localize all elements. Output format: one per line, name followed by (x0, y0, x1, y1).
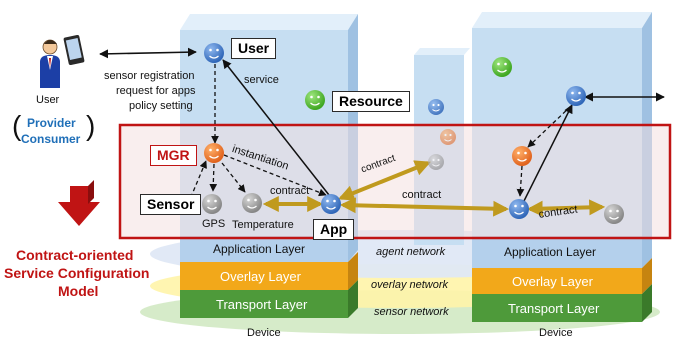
smartphone-icon (63, 35, 85, 65)
left-overlay-layer-label: Overlay Layer (220, 269, 301, 284)
left-application-layer-label: Application Layer (213, 242, 306, 256)
right-mgr-agent-icon (512, 146, 532, 166)
right-device-top (472, 12, 652, 28)
person-icon (40, 39, 60, 88)
mgr-box-label: MGR (150, 145, 197, 167)
right-app-to-sensor-contract-arrow (526, 199, 606, 217)
user-box-label: User (231, 38, 277, 60)
agent-network-label: agent network (376, 246, 446, 258)
right-app-to-agent-arrow (523, 104, 573, 202)
left-overlay-layer-side (348, 252, 358, 290)
right-agent-to-mgr-dashed-arrow (527, 105, 572, 148)
app-to-middle-contract-arrow (338, 160, 431, 201)
right-mgr-to-app-dashed-arrow (516, 165, 525, 197)
request-for-apps-label: request for apps (116, 85, 196, 97)
app-box-label: App (313, 219, 355, 241)
user-agent-icon (204, 43, 224, 63)
temperature-sensor-icon (242, 193, 262, 213)
right-user-agent-icon (566, 86, 586, 106)
model-caption-line3: Model (58, 283, 99, 299)
open-paren: ( (12, 110, 22, 141)
mgr-to-temp-dashed-arrow (221, 162, 246, 193)
mgr-agent-icon (204, 143, 224, 163)
right-transport-layer-side (642, 284, 652, 322)
resource-box-label: Resource (332, 91, 410, 113)
consumer-label: Consumer (21, 132, 81, 146)
left-overlay-layer-bar (180, 262, 348, 290)
model-caption-line1: Contract-oriented (16, 247, 134, 263)
right-device-label: Device (539, 327, 573, 339)
app-to-right-app-contract-arrow (339, 197, 510, 217)
right-overlay-layer-bar (472, 268, 642, 294)
policy-setting-label: policy setting (129, 100, 193, 112)
left-transport-layer-side (348, 280, 358, 318)
middle-blue-agent-icon (428, 99, 444, 115)
user-service-double-arrow (99, 47, 197, 59)
right-transport-layer-bar (472, 294, 642, 322)
right-green-agent-icon (492, 57, 512, 77)
middle-gray-agent-icon (428, 154, 444, 170)
provider-label: Provider (27, 116, 76, 130)
app-to-user-arrow (222, 59, 330, 196)
temperature-label: Temperature (232, 219, 294, 231)
middle-device-top (414, 48, 470, 55)
contract-mid-label: contract (270, 185, 310, 197)
right-application-layer-label: Application Layer (504, 245, 597, 259)
sensor-registration-label: sensor registration (104, 70, 195, 82)
left-device-label: Device (247, 327, 281, 339)
instantiation-dashed-arrow (223, 154, 327, 197)
right-transport-layer-label: Transport Layer (508, 301, 600, 316)
sensor-box-label: Sensor (140, 194, 202, 216)
app-agent-icon (321, 194, 341, 214)
left-transport-layer-bar (180, 290, 348, 318)
service-label: service (244, 74, 279, 86)
user-person-label: User (36, 94, 60, 106)
contract-main-label: contract (402, 189, 442, 201)
mgr-to-gps-dashed-arrow (209, 163, 218, 192)
right-app-agent-icon (509, 199, 529, 219)
left-transport-layer-label: Transport Layer (216, 297, 308, 312)
right-application-layer-bar (472, 236, 642, 268)
sensor-network-label: sensor network (374, 306, 449, 318)
right-overlay-layer-label: Overlay Layer (512, 274, 593, 289)
left-device-top (180, 14, 358, 30)
middle-orange-agent-icon (440, 129, 456, 145)
close-paren: ) (86, 110, 96, 141)
right-sensor-agent-icon (604, 204, 624, 224)
resource-agent-icon (305, 90, 325, 110)
red-down-arrow-icon (58, 180, 100, 226)
right-overlay-layer-side (642, 258, 652, 294)
overlay-network-label: overlay network (371, 279, 449, 291)
gps-sensor-icon (202, 194, 222, 214)
model-caption-line2: Service Configuration (4, 265, 150, 281)
gps-label: GPS (202, 218, 226, 230)
